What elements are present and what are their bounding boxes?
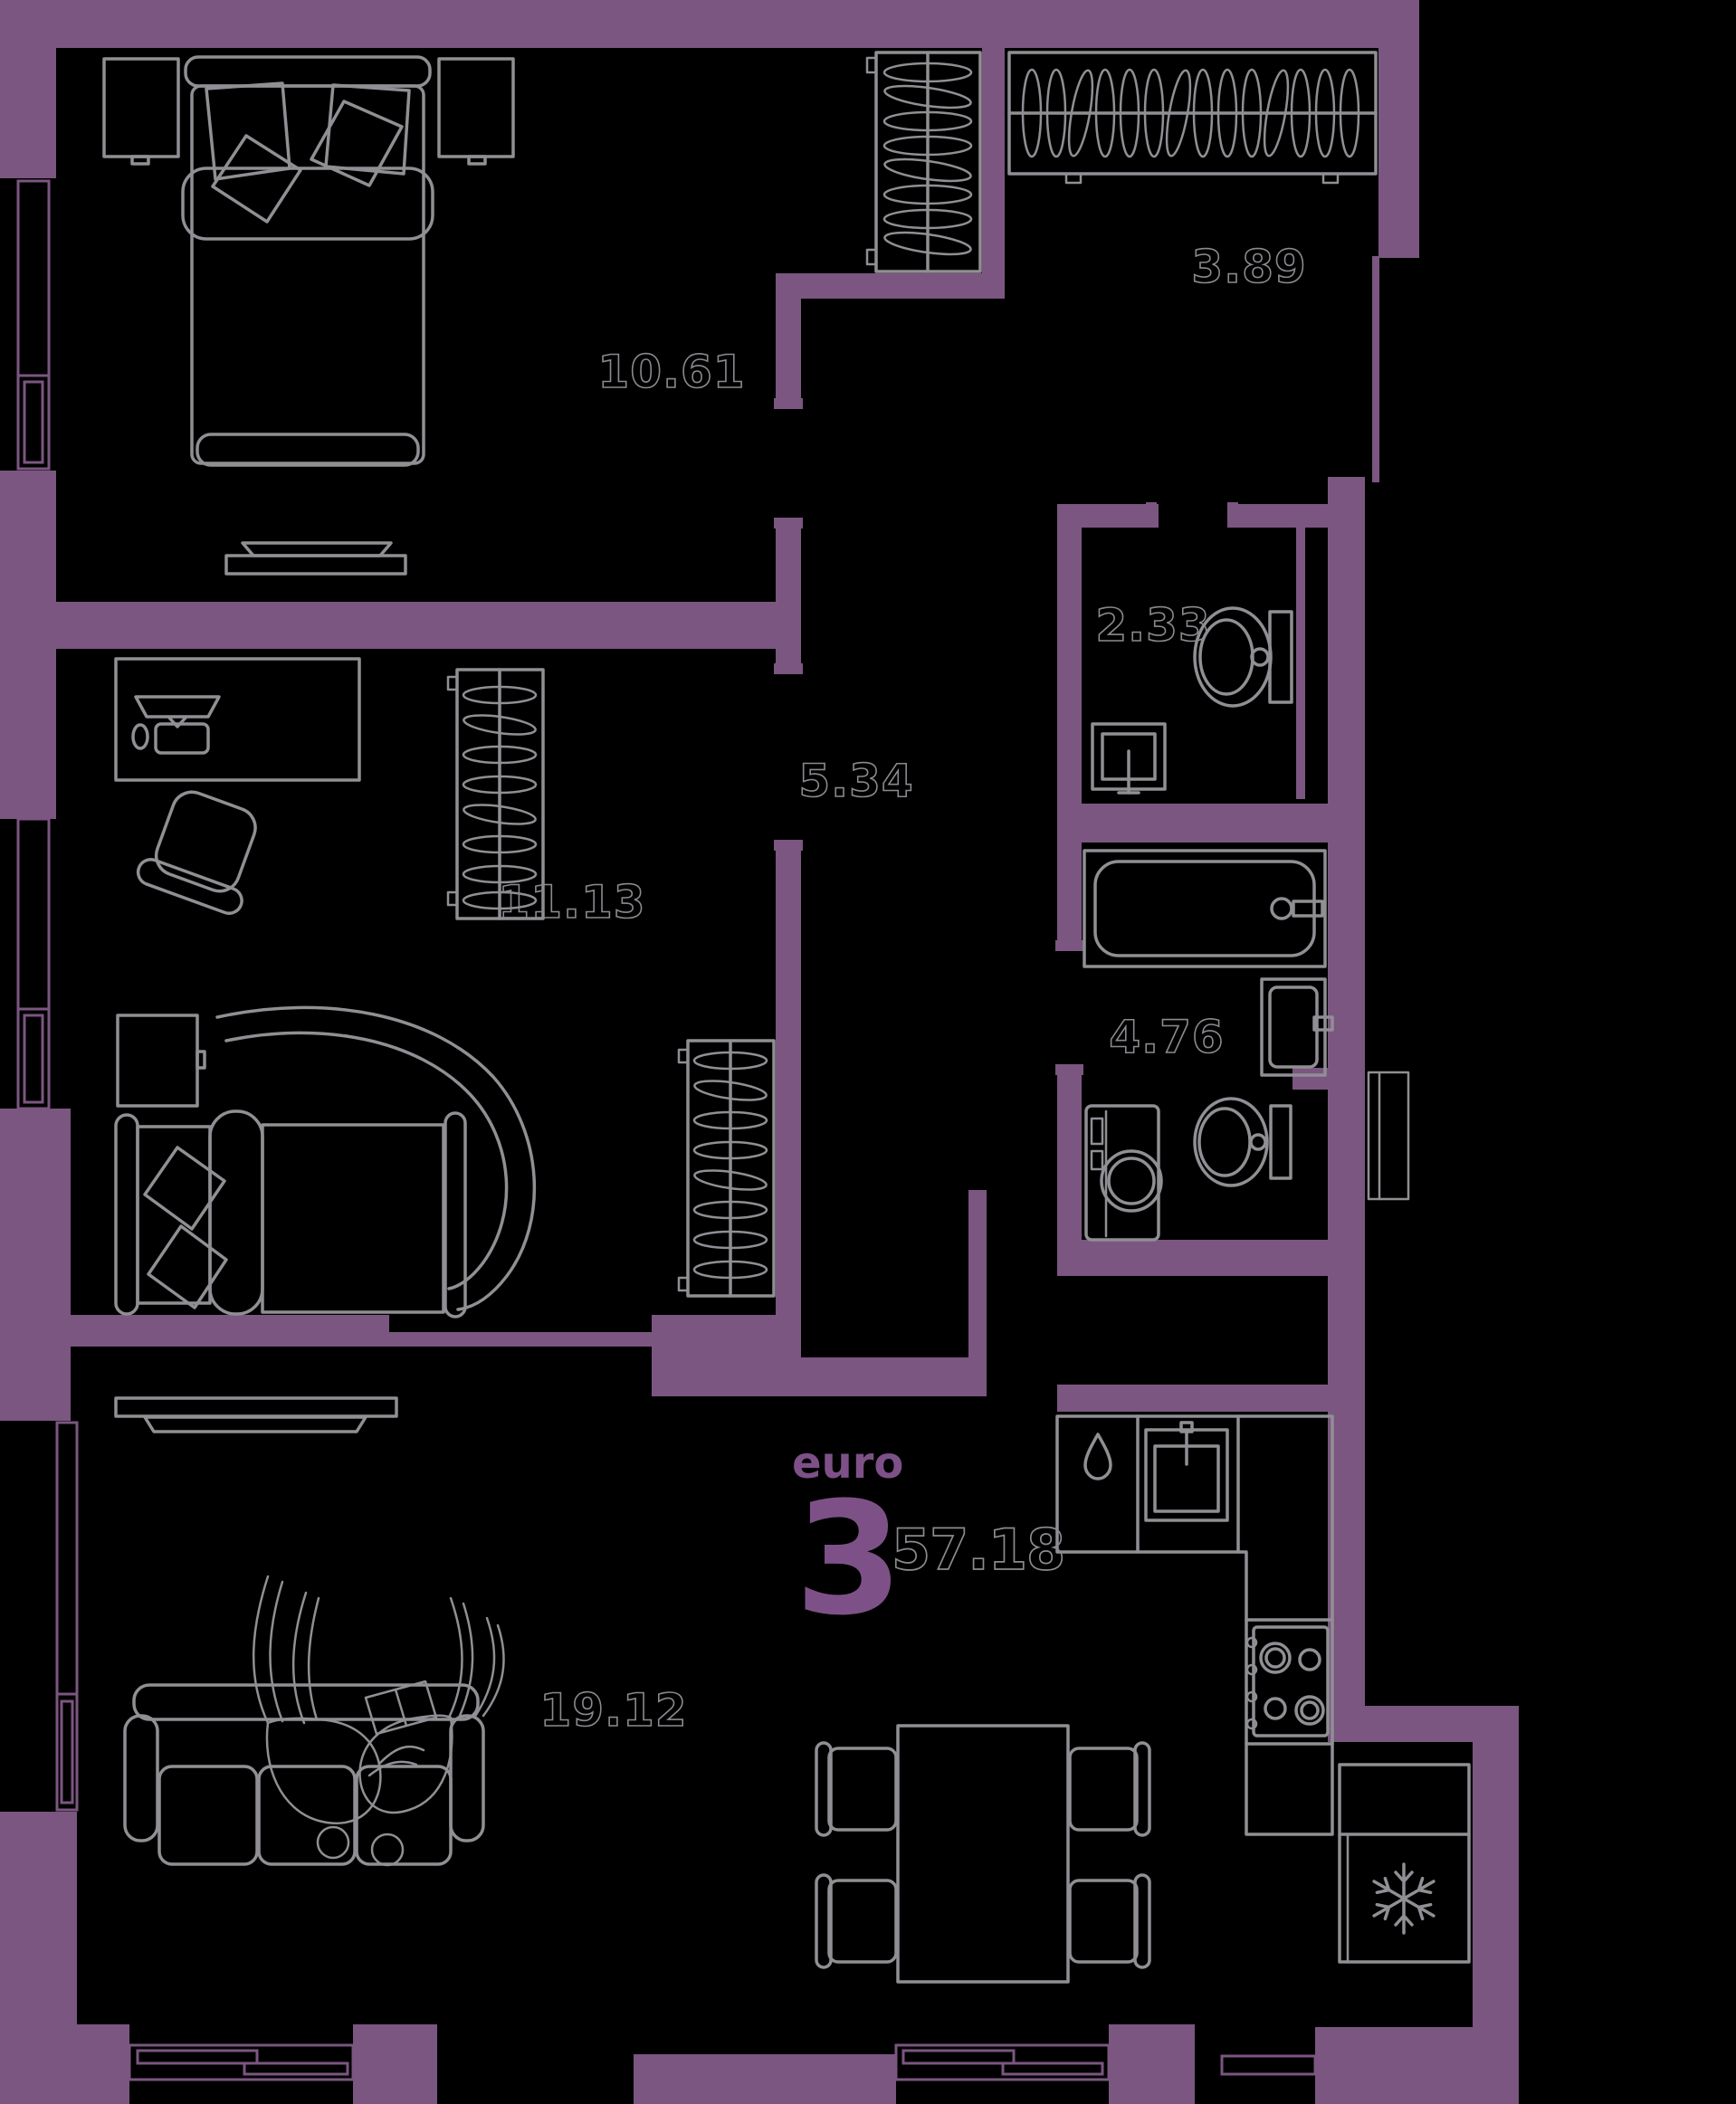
kitchen-sink: [1144, 1421, 1229, 1522]
washing-machine: [1084, 1104, 1163, 1242]
living-area-label: 19.12: [539, 1684, 687, 1737]
window-left-bedroom2: [16, 817, 51, 1110]
office-chair: [136, 790, 257, 915]
wc-area-label: 2.33: [1095, 599, 1210, 652]
book: [364, 1680, 438, 1736]
wardrobe-bedroom2: [446, 668, 545, 920]
plan-type-label: euro: [792, 1438, 903, 1489]
bathtub: [1083, 849, 1327, 968]
dressing-area-label: 3.89: [1191, 241, 1306, 293]
bedroom2-area-label: 11.13: [498, 876, 645, 928]
dining-chair: [1068, 1741, 1151, 1837]
tv-bedroom: [224, 541, 407, 576]
sofa: [123, 1683, 485, 1866]
keyboard: [154, 722, 210, 755]
accent-pillow: [310, 100, 404, 187]
window-left-bedroom: [16, 179, 51, 471]
balcony-window-left: [128, 2043, 355, 2081]
balcony-window-center: [894, 2043, 1111, 2081]
double-bed: [181, 55, 434, 467]
rooms-number-label: 3: [795, 1468, 903, 1650]
toilet-wc: [1193, 606, 1293, 708]
monitor: [134, 695, 221, 728]
mouse: [131, 723, 149, 750]
nightstand-left: [102, 57, 180, 166]
water-drop-icon: [1083, 1433, 1112, 1480]
wardrobe-hall: [1007, 51, 1378, 185]
snowflake-icon: [1372, 1862, 1436, 1935]
total-area-label: 57.18: [892, 1517, 1064, 1583]
sink-wc: [1091, 722, 1167, 795]
balcony-window-right: [1220, 2054, 1317, 2076]
exterior-walls: [0, 0, 1519, 2104]
labels: 10.61 3.89 2.33 5.34 11.13 4.76 19.12 eu…: [498, 240, 1307, 1737]
accent-pillow: [147, 1224, 228, 1309]
window-left-living: [55, 1421, 79, 1812]
kitchen-counter: [1055, 1414, 1334, 1836]
interior-walls: [56, 0, 1365, 1412]
pillow: [205, 81, 291, 181]
side-table: [116, 1014, 206, 1108]
duct-shaft: [1367, 1071, 1410, 1201]
dining-chair: [815, 1873, 898, 1969]
bathroom-area-label: 4.76: [1109, 1011, 1224, 1063]
armchair-sofa: [114, 1005, 537, 1319]
sink-bathroom: [1260, 977, 1334, 1077]
stove: [1245, 1625, 1330, 1737]
people-on-sofa: [253, 1575, 505, 1867]
fridge: [1338, 1763, 1471, 1964]
hallway-area-label: 5.34: [798, 755, 913, 807]
pillow: [324, 83, 411, 176]
nightstand-right: [437, 57, 515, 166]
windows: [16, 179, 1317, 2081]
bedroom-area-label: 10.61: [597, 346, 745, 398]
dining-chair: [1068, 1873, 1151, 1969]
wardrobe-bedroom: [865, 51, 982, 273]
dining-table: [896, 1724, 1070, 1984]
accent-pillow: [143, 1146, 226, 1231]
desk: [114, 657, 361, 782]
toilet-bathroom: [1193, 1097, 1292, 1187]
dining-chair: [815, 1741, 898, 1837]
wardrobe-hallway: [677, 1039, 776, 1298]
tv-living: [114, 1396, 398, 1433]
